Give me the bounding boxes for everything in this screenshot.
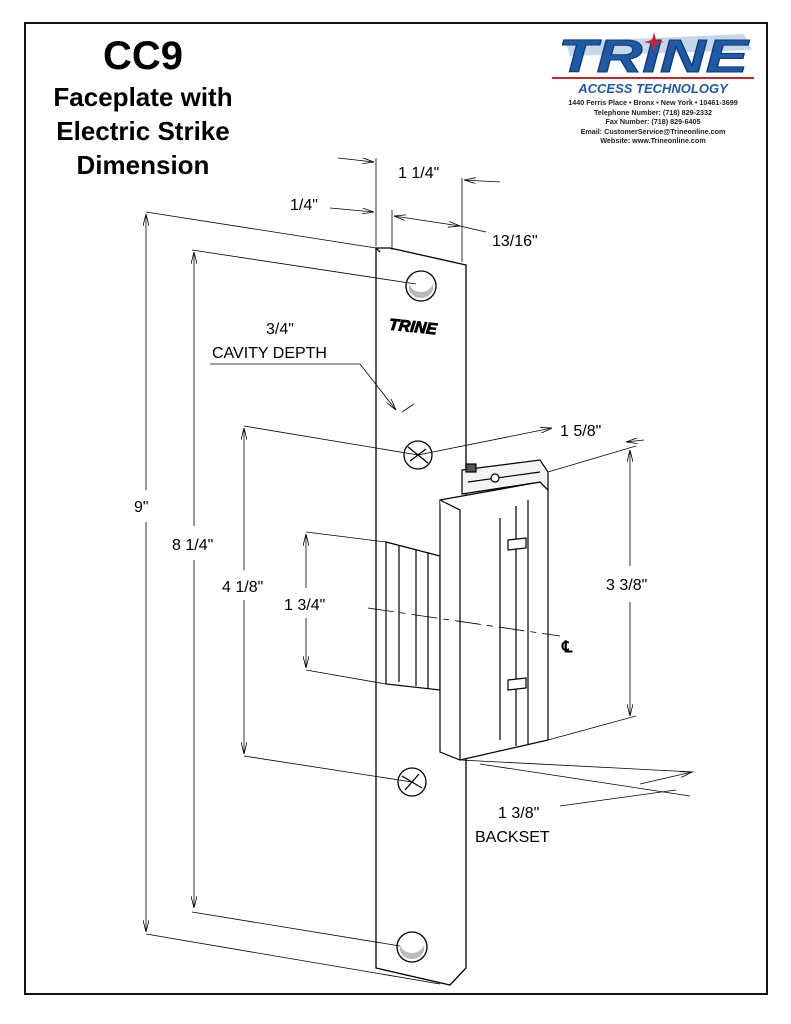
ext-top-hole [191,249,417,285]
ext-keeper-bottom [305,669,387,685]
ext-bottom-hole [191,911,401,947]
dim-keeper-text: 1 3/4" [284,597,325,614]
subtitle-line-2: Electric Strike [56,116,230,146]
dim-faceplate-width [394,216,460,226]
subtitle-line-1: Faceplate with [53,82,233,112]
cavity-depth-value: 3/4" [266,321,294,338]
ext-top [145,211,377,249]
ext-keeper-top [305,531,387,543]
cavity-leader [359,363,396,410]
company-telephone: Telephone Number: (718) 829-2332 [593,107,713,117]
title-block: CC9 Faceplate with Electric Strike Dimen… [28,32,258,182]
trine-logo: TRINE ACCESS TECHNOLOGY [552,30,754,96]
company-email: Email: CustomerService@Trineonline.com [580,126,726,136]
ext-strike-top [547,445,637,473]
faceplate-outline [375,247,467,986]
keeper-opening [385,541,441,691]
dim-screws-text: 4 1/8" [222,579,263,596]
company-website: Website: www.Trineonline.com [600,136,706,146]
dim-strike-depth-left [417,428,552,456]
ext-bottom [145,933,441,985]
backset-value: 1 3/8" [498,805,539,822]
ext-backset-bottom [479,763,691,797]
dim-holes-text: 8 1/4" [172,537,213,554]
ext-lower-screw [243,755,413,783]
dim-quarter-arrow [329,207,374,212]
subtitle-line-3: Dimension [76,150,210,180]
faceplate-top-hole [405,270,437,302]
dim-backset-leader [559,789,677,807]
dim-lip-text: 1 1/4" [398,165,439,182]
model-number: CC9 [102,34,184,78]
dim-lip-offset-text: 1/4" [290,197,318,214]
faceplate-bottom-hole [396,931,428,963]
ext-strike-bottom [547,715,637,741]
ext-backset-top [459,759,695,773]
dim-overall-text: 9" [134,499,149,516]
company-block: TRINE ACCESS TECHNOLOGY 1440 Ferris Plac… [540,28,766,146]
dim-faceplate-width-text: 13/16" [492,233,538,250]
dim-strike-height-text: 3 3/8" [606,577,647,594]
logo-tagline: ACCESS TECHNOLOGY [577,81,729,96]
dim-backset-arrow [639,772,692,785]
dim-strike-depth-text: 1 5/8" [560,423,601,440]
faceplate [375,247,467,986]
strike-body [439,459,549,761]
faceplate-stamp: TRINE [388,317,439,339]
company-address: 1440 Ferris Place • Bronx • New York • 1… [568,98,738,107]
dim-lip-arrow [337,157,374,162]
logo-star-icon [644,32,664,52]
ext-upper-screw [243,425,419,456]
cavity-tick [401,403,415,413]
centerline-symbol: ℄ [561,639,573,656]
backset-label: BACKSET [475,829,550,846]
company-fax: Fax Number: (718) 829-6405 [605,117,701,127]
logo-swoosh [566,34,752,56]
cavity-depth-label: CAVITY DEPTH [212,345,327,362]
faceplate-edge [375,247,381,253]
sheet-border [24,22,768,995]
centerline [367,607,561,637]
dim-strike-depth-right [626,440,645,442]
dim-faceplate-width-leader [459,225,487,233]
dim-lip-arrow-right [464,180,501,182]
dimension-lines [145,157,695,985]
